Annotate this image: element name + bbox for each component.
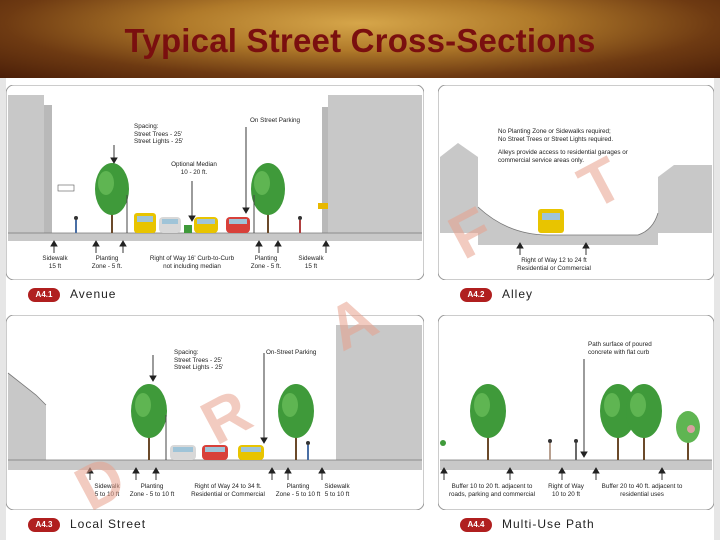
- alley-badge: A4.2: [460, 288, 492, 302]
- multi-use-path-cross-section: [438, 315, 714, 510]
- panel-alley: No Planting Zone or Sidewalks required; …: [438, 85, 714, 280]
- local-row-dim: Right of Way 24 to 34 ft.Residential or …: [191, 483, 265, 498]
- local-street-label: A4.3 Local Street: [28, 517, 228, 536]
- avenue-cross-section: [6, 85, 424, 280]
- alley-notes: No Planting Zone or Sidewalks required; …: [498, 128, 628, 164]
- alley-label: A4.2 Alley: [460, 287, 660, 306]
- multi-use-path-badge: A4.4: [460, 518, 492, 532]
- multi-use-path-label: A4.4 Multi-Use Path: [460, 517, 700, 536]
- avenue-median-note: Optional Median 10 - 20 ft.: [171, 161, 217, 176]
- avenue-badge: A4.1: [28, 288, 60, 302]
- panel-avenue: Spacing: Street Trees - 25' Street Light…: [6, 85, 424, 280]
- alley-name: Alley: [502, 287, 534, 301]
- local-street-badge: A4.3: [28, 518, 60, 532]
- left-edge: [0, 78, 6, 540]
- alley-cross-section: [438, 85, 714, 280]
- multi-use-path-name: Multi-Use Path: [502, 517, 595, 531]
- avenue-spacing-note: Spacing: Street Trees - 25' Street Light…: [134, 123, 184, 145]
- avenue-parking-note: On Street Parking: [250, 117, 301, 124]
- local-street-name: Local Street: [70, 517, 147, 531]
- title-bar: Typical Street Cross-Sections: [0, 0, 720, 78]
- panel-local-street: Spacing: Street Trees - 25' Street Light…: [6, 315, 424, 510]
- local-spacing-note: Spacing: Street Trees - 25' Street Light…: [174, 349, 224, 371]
- avenue-label: A4.1 Avenue: [28, 287, 228, 306]
- avenue-name: Avenue: [70, 287, 117, 301]
- local-parking-note: On-Street Parking: [266, 349, 317, 356]
- right-edge: [714, 78, 720, 540]
- local-street-cross-section: [6, 315, 424, 510]
- slide-title: Typical Street Cross-Sections: [124, 22, 596, 59]
